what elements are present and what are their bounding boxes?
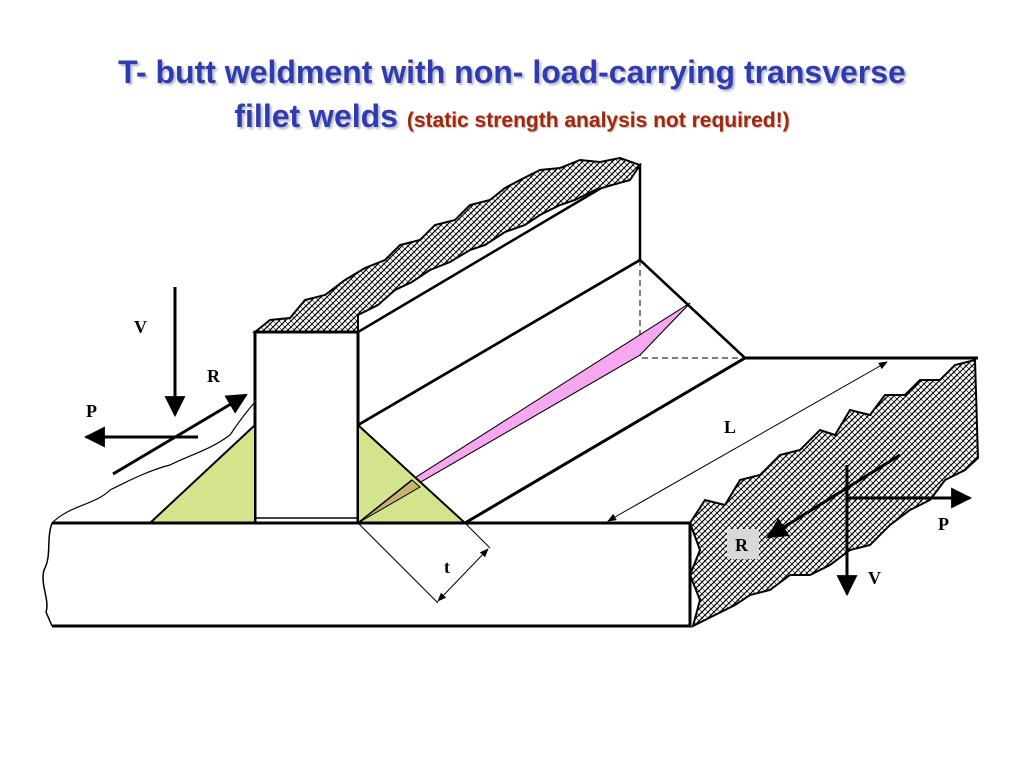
dim-t-arrow xyxy=(437,548,489,602)
base-plate-left-break xyxy=(42,522,53,627)
label-t: t xyxy=(444,557,450,577)
label-L: L xyxy=(724,417,736,437)
title-note: (static strength analysis not required!) xyxy=(406,109,790,132)
weld-throat-line xyxy=(357,479,413,524)
arrow-R-left xyxy=(112,393,248,476)
label-P-right: P xyxy=(938,514,949,534)
base-plate-front-face xyxy=(52,521,692,628)
title-line-2: fillet welds (static strength analysis n… xyxy=(0,98,1024,135)
arrow-R-right xyxy=(766,453,901,539)
base-plate-break-hatch xyxy=(688,358,980,628)
base-plate-left-top-break xyxy=(51,401,256,524)
web-plate-front-face xyxy=(253,330,360,525)
title-text-2: fillet welds xyxy=(234,98,398,134)
dim-L-arrow xyxy=(607,361,888,522)
label-R-left: R xyxy=(207,366,221,386)
label-R-right-box xyxy=(727,529,759,559)
title-line-1: T- butt weldment with non- load-carrying… xyxy=(0,54,1024,91)
right-fillet-weld xyxy=(357,422,468,524)
label-R-right: R xyxy=(735,535,749,555)
left-fillet-weld xyxy=(147,422,256,524)
hidden-edge-lines xyxy=(639,260,745,359)
label-P-left: P xyxy=(86,401,97,421)
title-text-1: T- butt weldment with non- load-carrying… xyxy=(118,54,906,90)
dim-t-extension xyxy=(357,522,491,604)
label-V-left: V xyxy=(134,317,147,337)
label-V-right: V xyxy=(868,568,881,588)
web-plate-top-hatch xyxy=(252,156,642,333)
